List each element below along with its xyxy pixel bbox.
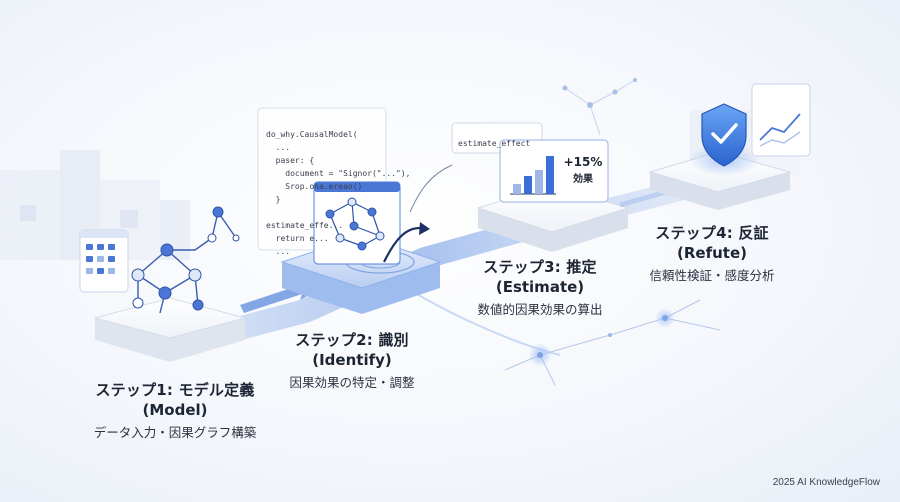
step2-label: ステップ2: 識別 (Identify) 因果効果の特定・調整	[262, 330, 442, 393]
identify-arrow	[383, 226, 421, 263]
step3-en: (Estimate)	[495, 278, 585, 296]
step2-title: ステップ2: 識別	[295, 331, 409, 349]
step3-desc: 数値的因果効果の算出	[477, 302, 603, 317]
step1-title: ステップ1: モデル定義	[95, 381, 255, 399]
step3-title: ステップ3: 推定	[483, 258, 597, 276]
effect-value: +15%	[563, 155, 603, 169]
step4-title: ステップ4: 反証	[655, 224, 769, 242]
step2-en: (Identify)	[312, 351, 392, 369]
network-node	[662, 315, 668, 321]
network-node	[608, 333, 612, 337]
arrow-head-icon	[419, 222, 430, 235]
bar	[524, 176, 532, 194]
step2-desc: 因果効果の特定・調整	[289, 375, 415, 390]
code-panel-1: do_why.CausalModel( ... paser: { documen…	[266, 130, 411, 256]
background-grid	[0, 150, 190, 260]
causal-graph-nodes	[131, 206, 240, 311]
bar	[513, 184, 521, 194]
connector-line	[409, 164, 453, 213]
step3-label: ステップ3: 推定 (Estimate) 数値的因果効果の算出	[450, 257, 630, 320]
step4-en: (Refute)	[677, 244, 747, 262]
code-panel-2-text: estimate_effect	[458, 139, 531, 148]
effect-unit: 効果	[573, 174, 593, 185]
shield-icon	[701, 103, 747, 167]
upper-network	[564, 79, 636, 136]
network-node	[633, 78, 637, 82]
network-node	[562, 85, 568, 91]
bar	[546, 156, 554, 194]
step4-desc: 信頼性検証・感度分析	[649, 268, 775, 283]
step1-en: (Model)	[142, 401, 208, 419]
network-node	[612, 89, 618, 95]
step1-data-panel	[79, 229, 129, 293]
step1-desc: データ入力・因果グラフ構築	[93, 425, 257, 440]
network-node	[587, 102, 593, 108]
network-node	[537, 352, 543, 358]
bar-chart-bars	[513, 156, 554, 194]
footer-credit: 2025 AI KnowledgeFlow	[772, 477, 880, 488]
check-icon	[711, 123, 738, 144]
step2-graph-panel	[313, 181, 401, 265]
bar	[535, 170, 543, 194]
step1-platform	[93, 297, 247, 362]
line-chart-panel	[751, 83, 811, 157]
step4-label: ステップ4: 反証 (Refute) 信頼性検証・感度分析	[622, 223, 802, 286]
step1-label: ステップ1: モデル定義 (Model) データ入力・因果グラフ構築	[70, 380, 280, 443]
